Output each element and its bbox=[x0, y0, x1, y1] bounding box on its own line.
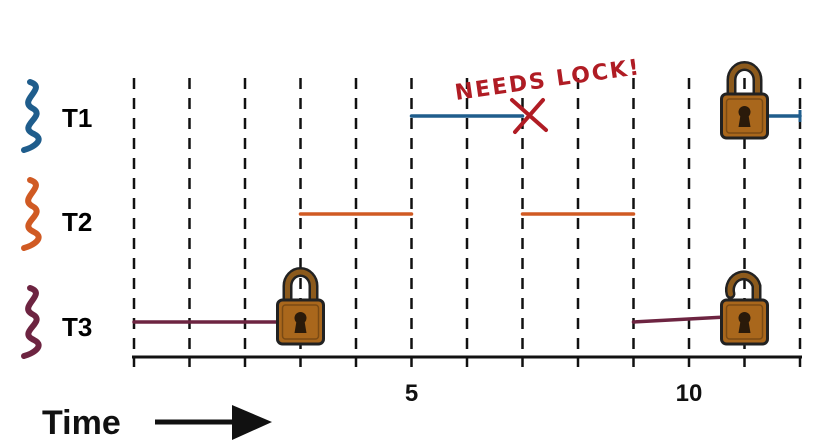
padlock-locked-icon bbox=[276, 267, 325, 346]
thread-label-t2: T2 bbox=[62, 207, 92, 237]
thread-squiggle-icon bbox=[21, 79, 42, 153]
axis-tick-label-10: 10 bbox=[676, 380, 703, 407]
thread-label-t3: T3 bbox=[62, 312, 92, 342]
axis-tick-label-5: 5 bbox=[405, 380, 418, 407]
locks bbox=[276, 61, 769, 346]
thread-squiggles bbox=[21, 79, 42, 359]
thread-squiggle-icon bbox=[21, 177, 42, 251]
thread-squiggle-icon bbox=[21, 285, 42, 359]
time-arrow-icon bbox=[155, 405, 272, 440]
padlock-unlocked-icon bbox=[720, 270, 769, 346]
padlock-locked-icon bbox=[720, 61, 769, 140]
conflict-marker bbox=[510, 98, 548, 134]
thread-label-t1: T1 bbox=[62, 103, 92, 133]
needs-lock-note: NEEDS LOCK! bbox=[453, 55, 642, 106]
time-axis-label: Time bbox=[42, 404, 121, 442]
